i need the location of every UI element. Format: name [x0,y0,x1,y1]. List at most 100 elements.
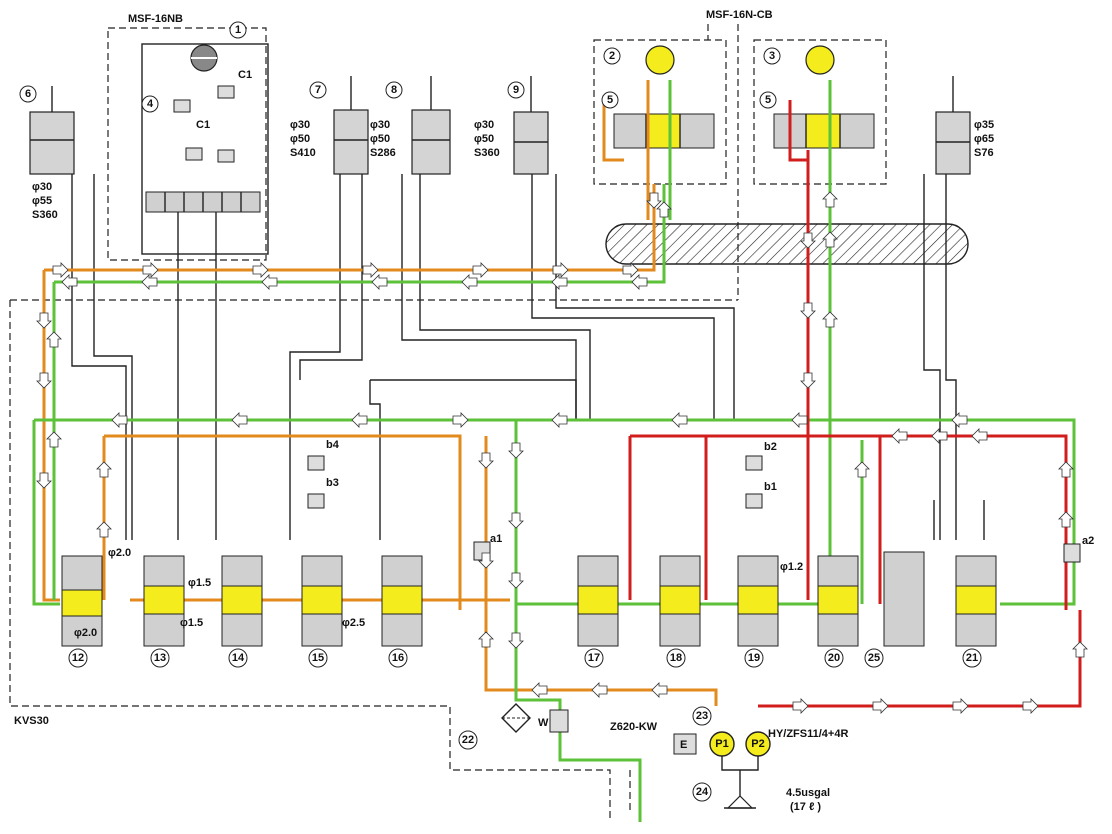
flow-arrow [531,682,548,698]
flow-arrows [36,191,1088,714]
label-w: W [538,717,549,729]
label-b1: b1 [764,481,777,493]
flow-arrow [252,262,269,278]
svg-text:19: 19 [748,652,760,664]
svg-text:5: 5 [607,94,613,106]
flow-arrow [822,191,838,208]
svg-text:4: 4 [147,98,154,110]
svg-text:21: 21 [966,652,978,664]
flow-arrow [800,302,816,319]
svg-text:φ50: φ50 [370,133,390,145]
num-5a: 5 [601,91,619,109]
svg-text:20: 20 [828,652,840,664]
svg-text:P1: P1 [715,738,728,750]
flow-arrow [478,452,494,469]
flow-arrow [96,461,112,478]
svg-text:18: 18 [670,652,682,664]
svg-text:S360: S360 [32,209,58,221]
flow-arrow [552,262,569,278]
svg-text:22: 22 [462,734,474,746]
svg-text:φ50: φ50 [290,133,310,145]
engine-box: E [673,733,697,755]
flow-arrow [872,698,889,714]
label-b2: b2 [764,441,777,453]
flow-arrow [61,274,78,290]
flow-arrow [800,232,816,249]
valve-13 [143,555,185,647]
num-2: 2 [603,47,621,65]
svg-text:φ1.2: φ1.2 [780,561,803,573]
flow-arrow [508,442,524,459]
num-18: 18 [666,648,686,668]
svg-text:φ55: φ55 [32,195,52,207]
cylinder-7 [333,76,369,175]
flow-arrow [952,698,969,714]
cylinder-10-spec: φ35 φ65 S76 [974,119,994,159]
cylinder-9-spec: φ30 φ50 S360 [474,119,500,159]
svg-text:φ30: φ30 [290,119,310,131]
svg-text:3: 3 [769,50,775,62]
flow-arrow [36,372,52,389]
num-22: 22 [458,730,478,750]
label-hy: HY/ZFS11/4+4R [768,728,848,740]
label-b3: b3 [326,477,339,489]
svg-text:C1: C1 [196,119,210,131]
svg-text:C1: C1 [238,69,252,81]
flow-arrow [646,192,662,209]
flow-arrow [800,372,816,389]
svg-text:23: 23 [696,710,708,722]
flow-arrow [671,412,688,428]
flow-arrow [111,412,128,428]
pump-p1: P1 [709,731,735,757]
flow-arrow [36,312,52,329]
svg-text:φ2.0: φ2.0 [74,627,97,639]
num-1: 1 [229,21,247,39]
svg-text:φ30: φ30 [474,119,494,131]
flow-arrow [46,331,62,348]
valve-12 [61,555,103,647]
flow-arrow [351,412,368,428]
svg-text:φ2.5: φ2.5 [342,617,365,629]
num-7: 7 [309,81,327,99]
flow-arrow [1058,511,1074,528]
svg-text:2: 2 [609,50,615,62]
label-a2: a2 [1082,535,1094,547]
dashed-enclosures [9,24,887,822]
svg-text:S410: S410 [290,147,316,159]
flow-arrow [371,274,388,290]
svg-text:φ1.5: φ1.5 [180,617,203,629]
label-z620kw: Z620-KW [610,721,658,733]
svg-text:13: 13 [154,652,166,664]
num-16: 16 [388,648,408,668]
cylinder-6 [29,86,75,175]
label-msf16nb: MSF-16NB [128,13,183,25]
flow-arrow [508,572,524,589]
svg-text:16: 16 [392,652,404,664]
flow-arrow [142,262,159,278]
num-4: 4 [141,95,159,113]
svg-text:P2: P2 [751,738,764,750]
cylinder-9 [513,76,549,175]
motor-3 [805,45,835,75]
flow-arrow [822,311,838,328]
flow-arrow [478,631,494,648]
flow-arrow [551,274,568,290]
num-6: 6 [19,85,37,103]
svg-text:φ30: φ30 [32,181,52,193]
flow-arrow [96,521,112,538]
label-msf16ncb: MSF-16N-CB [706,9,773,21]
flow-arrow [792,698,809,714]
num-24: 24 [692,782,712,802]
svg-text:φ30: φ30 [370,119,390,131]
sequence-valves: b4 b3 b2 b1 a1 a2 [307,439,1094,563]
valve-16 [381,555,423,647]
num-8: 8 [385,81,403,99]
valve-18 [659,555,701,647]
svg-text:S360: S360 [474,147,500,159]
component-numbers: 1 2 3 4 5 5 6 7 8 9 12 13 14 15 16 17 18… [19,21,982,802]
flow-arrow [478,552,494,569]
flow-arrow [931,428,948,444]
filter: W [501,703,569,733]
motor-1 [190,44,218,72]
